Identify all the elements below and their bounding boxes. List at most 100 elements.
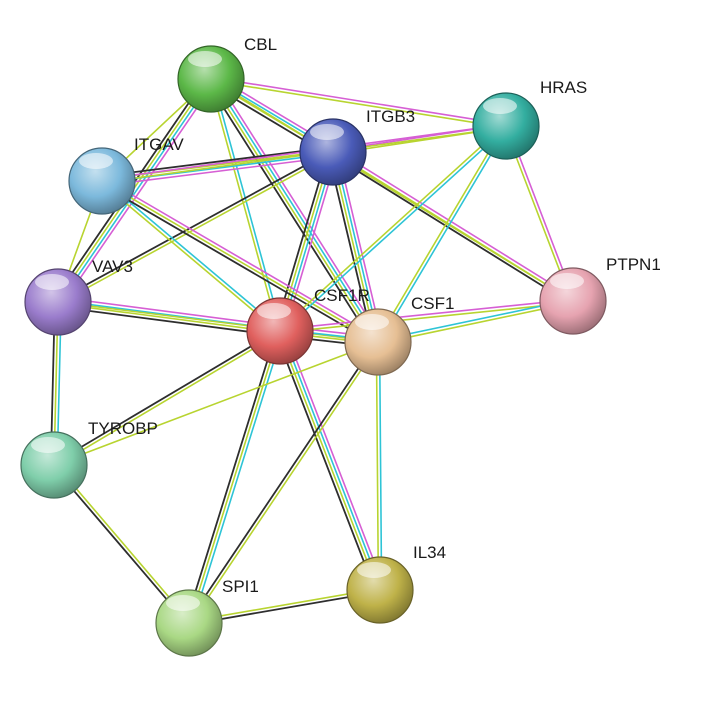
edge-vav3-csf1r xyxy=(56,296,282,337)
edge-line-textmining xyxy=(100,181,280,334)
edge-line-coexpression xyxy=(186,340,378,624)
node-csf1[interactable]: CSF1 xyxy=(344,294,454,376)
edge-line-experimental xyxy=(102,177,381,341)
node-cbl[interactable]: CBL xyxy=(177,35,277,113)
edge-line-experimental xyxy=(101,155,335,187)
node-csf1-label: CSF1 xyxy=(411,294,454,313)
node-csf1r[interactable]: CSF1R xyxy=(246,286,370,365)
edge-line-coexpression xyxy=(100,146,334,178)
edge-hras-csf1r xyxy=(278,124,508,333)
edge-line-textmining xyxy=(189,342,381,625)
edge-hras-csf1 xyxy=(375,124,509,344)
edge-cbl-csf1 xyxy=(206,75,383,346)
edge-line-coexpression xyxy=(51,465,189,625)
edge-line-database xyxy=(280,329,383,591)
edge-line-coexpression xyxy=(56,305,281,337)
edge-line-textmining xyxy=(209,79,507,129)
edge-csf1-tyrobp xyxy=(53,341,379,466)
node-tyrobp-label: TYROBP xyxy=(88,419,158,438)
node-il34-label: IL34 xyxy=(413,543,446,562)
edge-line-experimental xyxy=(214,75,383,341)
node-itgav-label: ITGAV xyxy=(134,135,184,154)
edge-csf1-spi1 xyxy=(186,340,381,625)
edge-line-textmining xyxy=(277,330,380,592)
edge-itgav-csf1r xyxy=(100,178,282,334)
edge-line-database xyxy=(378,126,509,344)
edge-itgb3-vav3 xyxy=(56,149,335,305)
edge-line-textmining xyxy=(56,302,281,334)
node-il34[interactable]: IL34 xyxy=(346,543,446,624)
edge-line-coexpression xyxy=(56,149,334,302)
node-tyrobp[interactable]: TYROBP xyxy=(20,419,158,499)
edge-line-experimental xyxy=(61,80,216,306)
edge-line-coexpression xyxy=(274,331,377,593)
edge-line-coexpression xyxy=(206,80,375,346)
edge-line-database xyxy=(191,331,284,625)
edge-line-textmining xyxy=(279,301,574,334)
node-cbl-label: CBL xyxy=(244,35,277,54)
edge-tyrobp-spi1 xyxy=(51,463,192,625)
edge-itgav-csf1 xyxy=(99,177,381,346)
edge-line-database xyxy=(280,126,508,333)
node-ptpn1-label: PTPN1 xyxy=(606,255,661,274)
edge-line-database xyxy=(102,178,282,331)
edge-line-textmining xyxy=(54,463,192,623)
node-cbl-gloss xyxy=(188,51,222,67)
edge-line-textmining xyxy=(208,79,378,344)
edge-line-coexpression xyxy=(330,153,573,305)
edge-line-textmining xyxy=(101,180,379,343)
node-itgb3[interactable]: ITGB3 xyxy=(299,107,415,186)
node-csf1r-label: CSF1R xyxy=(314,286,370,305)
edge-line-experimental xyxy=(279,298,574,331)
edge-line-textmining xyxy=(188,330,281,624)
edge-csf1r-il34 xyxy=(274,328,386,593)
edge-line-coexpression xyxy=(52,328,281,465)
node-il34-gloss xyxy=(357,562,391,578)
edge-line-experimental xyxy=(57,296,282,328)
edge-line-textmining xyxy=(278,124,506,331)
edge-line-textmining xyxy=(208,78,280,333)
edge-itgb3-ptpn1 xyxy=(330,148,576,305)
node-itgb3-gloss xyxy=(310,124,344,140)
edge-line-experimental xyxy=(210,76,508,126)
node-vav3-label: VAV3 xyxy=(92,257,133,276)
edge-csf1r-ptpn1 xyxy=(279,298,574,334)
node-tyrobp-gloss xyxy=(31,437,65,453)
node-csf1-gloss xyxy=(355,314,389,330)
edge-csf1-il34 xyxy=(375,341,383,591)
edge-line-textmining xyxy=(57,301,379,343)
edge-line-textmining xyxy=(57,152,335,305)
edge-cbl-csf1r xyxy=(208,77,283,333)
edge-line-textmining xyxy=(54,331,282,468)
edge-line-database xyxy=(378,341,383,591)
node-itgav[interactable]: ITGAV xyxy=(68,135,184,215)
edge-line-coexpression xyxy=(185,329,278,623)
edge-line-coexpression xyxy=(99,182,378,346)
node-hras[interactable]: HRAS xyxy=(472,78,587,160)
node-hras-gloss xyxy=(483,98,517,114)
edge-line-experimental xyxy=(333,148,576,300)
edge-line-textmining xyxy=(53,341,379,466)
node-vav3-gloss xyxy=(35,274,69,290)
node-vav3[interactable]: VAV3 xyxy=(24,257,133,336)
node-itgav-gloss xyxy=(79,153,113,169)
edge-line-database xyxy=(58,79,214,304)
edge-line-textmining xyxy=(375,341,380,591)
edge-cbl-hras xyxy=(209,76,508,129)
edge-vav3-csf1 xyxy=(57,301,379,343)
node-ptpn1[interactable]: PTPN1 xyxy=(539,255,661,335)
edge-csf1r-spi1 xyxy=(185,329,284,625)
node-itgb3-label: ITGB3 xyxy=(366,107,415,126)
edge-line-database xyxy=(211,77,283,332)
edge-csf1r-tyrobp xyxy=(52,328,282,468)
node-ptpn1-gloss xyxy=(550,273,584,289)
edge-line-textmining xyxy=(375,124,506,342)
edge-line-experimental xyxy=(283,328,386,590)
node-hras-label: HRAS xyxy=(540,78,587,97)
edge-line-database xyxy=(211,77,381,342)
node-spi1-label: SPI1 xyxy=(222,577,259,596)
node-spi1-gloss xyxy=(166,595,200,611)
nodes-layer: CBL HRAS ITGB3 ITGAV VAV3 CSF1R xyxy=(20,35,661,657)
node-spi1[interactable]: SPI1 xyxy=(155,577,259,657)
